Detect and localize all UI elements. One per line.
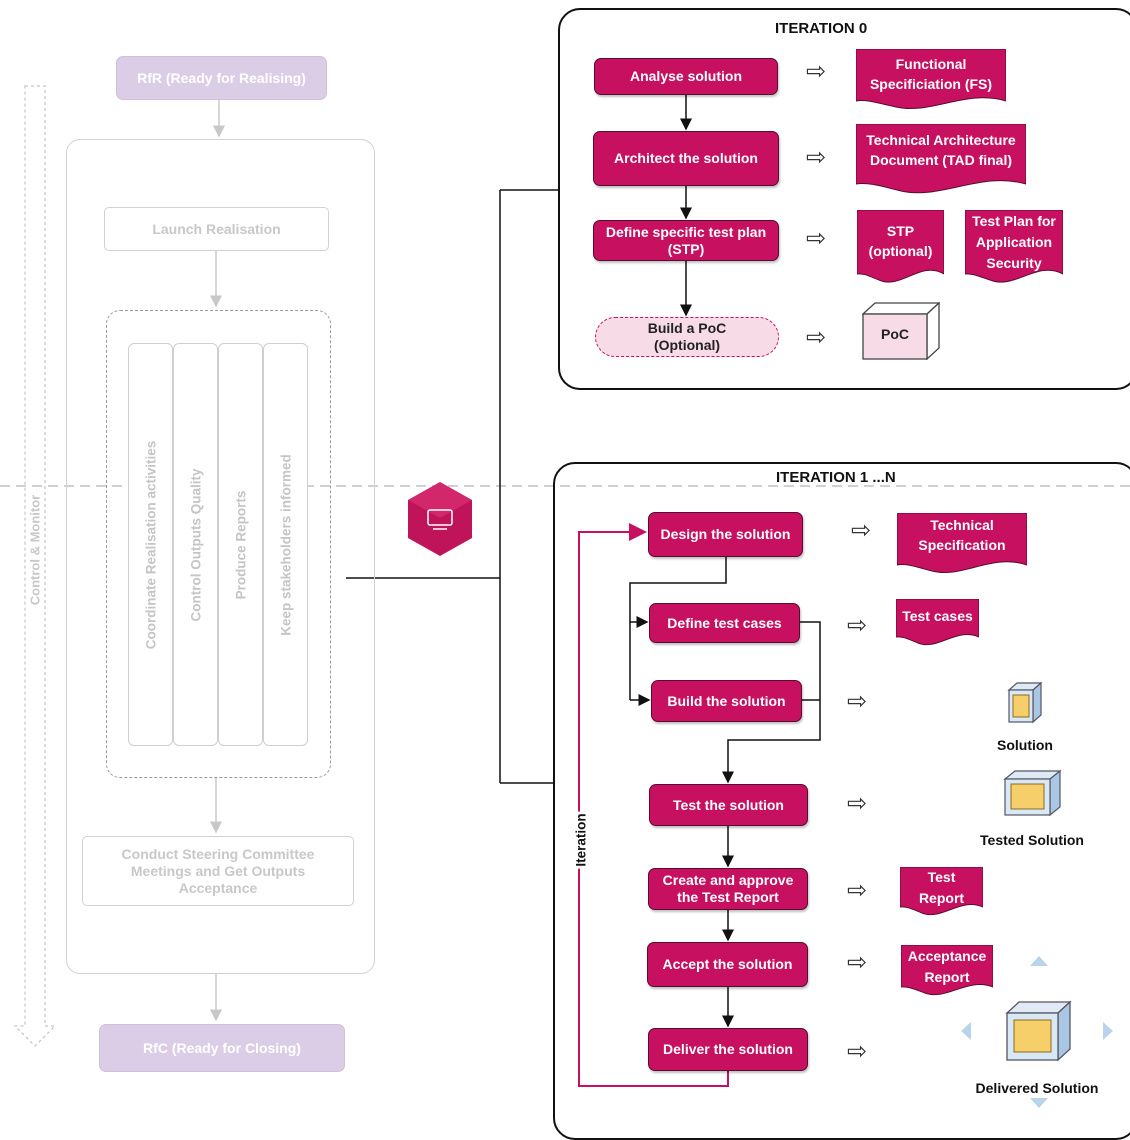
output-tad: Technical Architecture Document (TAD fin… <box>856 124 1026 196</box>
step-create-test-report: Create and approve the Test Report <box>648 868 808 910</box>
output-security-plan: Test Plan for Application Security <box>965 210 1063 285</box>
arrow-icon: ⇨ <box>847 790 868 817</box>
arrow-icon: ⇨ <box>847 949 868 976</box>
output-acceptance-report: Acceptance Report <box>901 945 993 997</box>
arrow-icon: ⇨ <box>847 1038 868 1065</box>
arrow-icon: ⇨ <box>806 58 827 85</box>
rfc-milestone: RfC (Ready for Closing) <box>99 1024 345 1072</box>
iteration0-title: ITERATION 0 <box>775 20 868 37</box>
column-stakeholders-label: Keep stakeholders informed <box>278 453 293 636</box>
iteration0-frame <box>558 8 1130 390</box>
arrow-icon: ⇨ <box>847 688 868 715</box>
column-stakeholders: Keep stakeholders informed <box>263 343 308 746</box>
output-test-cases-label: Test cases <box>902 608 973 624</box>
output-tested-solution-label: Tested Solution <box>980 832 1084 848</box>
control-monitor-label: Control & Monitor <box>27 494 43 606</box>
package-icon <box>1005 681 1043 724</box>
column-coordinate-label: Coordinate Realisation activities <box>143 440 158 649</box>
step-build-poc: Build a PoC (Optional) <box>595 317 779 357</box>
output-poc-label: PoC <box>881 326 909 342</box>
output-fs: Functional Specificiation (FS) <box>856 49 1006 111</box>
column-reports: Produce Reports <box>218 343 263 746</box>
iteration-loop-label: Iteration <box>573 811 589 869</box>
output-stp-label: STP (optional) <box>868 223 933 259</box>
step-design-solution: Design the solution <box>648 512 803 557</box>
column-coordinate: Coordinate Realisation activities <box>128 343 173 746</box>
output-delivered-solution-label: Delivered Solution <box>975 1080 1099 1096</box>
rfr-milestone: RfR (Ready for Realising) <box>116 56 327 100</box>
output-poc: PoC <box>862 302 940 360</box>
iteration1-title: ITERATION 1 ...N <box>776 469 896 486</box>
box-icon <box>862 302 940 360</box>
iteration-loop: Iteration <box>569 780 593 900</box>
column-reports-label: Produce Reports <box>233 490 248 599</box>
output-security-label: Test Plan for Application Security <box>972 213 1056 271</box>
step-build-solution: Build the solution <box>651 680 802 722</box>
output-acceptance-label: Acceptance Report <box>907 948 987 985</box>
column-quality-label: Control Outputs Quality <box>188 468 203 621</box>
step-define-test-cases: Define test cases <box>649 603 800 643</box>
activities-group <box>106 310 331 778</box>
arrow-icon: ⇨ <box>806 324 827 351</box>
launch-realisation: Launch Realisation <box>104 207 329 251</box>
output-test-report-label: Test Report <box>918 869 965 906</box>
step-analyse-solution: Analyse solution <box>594 58 778 95</box>
package-icon <box>1004 1000 1072 1062</box>
output-fs-label: Functional Specificiation (FS) <box>869 56 993 92</box>
column-quality: Control Outputs Quality <box>173 343 218 746</box>
steering-committee: Conduct Steering Committee Meetings and … <box>82 836 354 906</box>
output-solution-label: Solution <box>997 737 1053 753</box>
output-stp: STP (optional) <box>857 210 944 285</box>
output-tech-spec: Technical Specification <box>897 513 1027 575</box>
step-accept-solution: Accept the solution <box>647 942 808 987</box>
step-deliver-solution: Deliver the solution <box>648 1028 808 1071</box>
step-architect-solution: Architect the solution <box>593 131 779 186</box>
output-tad-label: Technical Architecture Document (TAD fin… <box>866 132 1016 168</box>
monitor-icon <box>408 482 472 556</box>
arrow-icon: ⇨ <box>806 144 827 171</box>
realisation-container <box>66 139 375 974</box>
output-tech-spec-label: Technical Specification <box>918 517 1006 553</box>
output-test-cases: Test cases <box>896 599 979 647</box>
output-test-report: Test Report <box>900 867 983 917</box>
step-test-solution: Test the solution <box>649 784 808 826</box>
arrow-icon: ⇨ <box>847 612 868 639</box>
control-monitor-arrow: Control & Monitor <box>22 380 48 720</box>
arrow-icon: ⇨ <box>847 877 868 904</box>
step-define-test-plan: Define specific test plan (STP) <box>593 220 779 261</box>
arrow-icon: ⇨ <box>851 517 872 544</box>
package-icon <box>1002 769 1062 817</box>
arrow-icon: ⇨ <box>806 225 827 252</box>
